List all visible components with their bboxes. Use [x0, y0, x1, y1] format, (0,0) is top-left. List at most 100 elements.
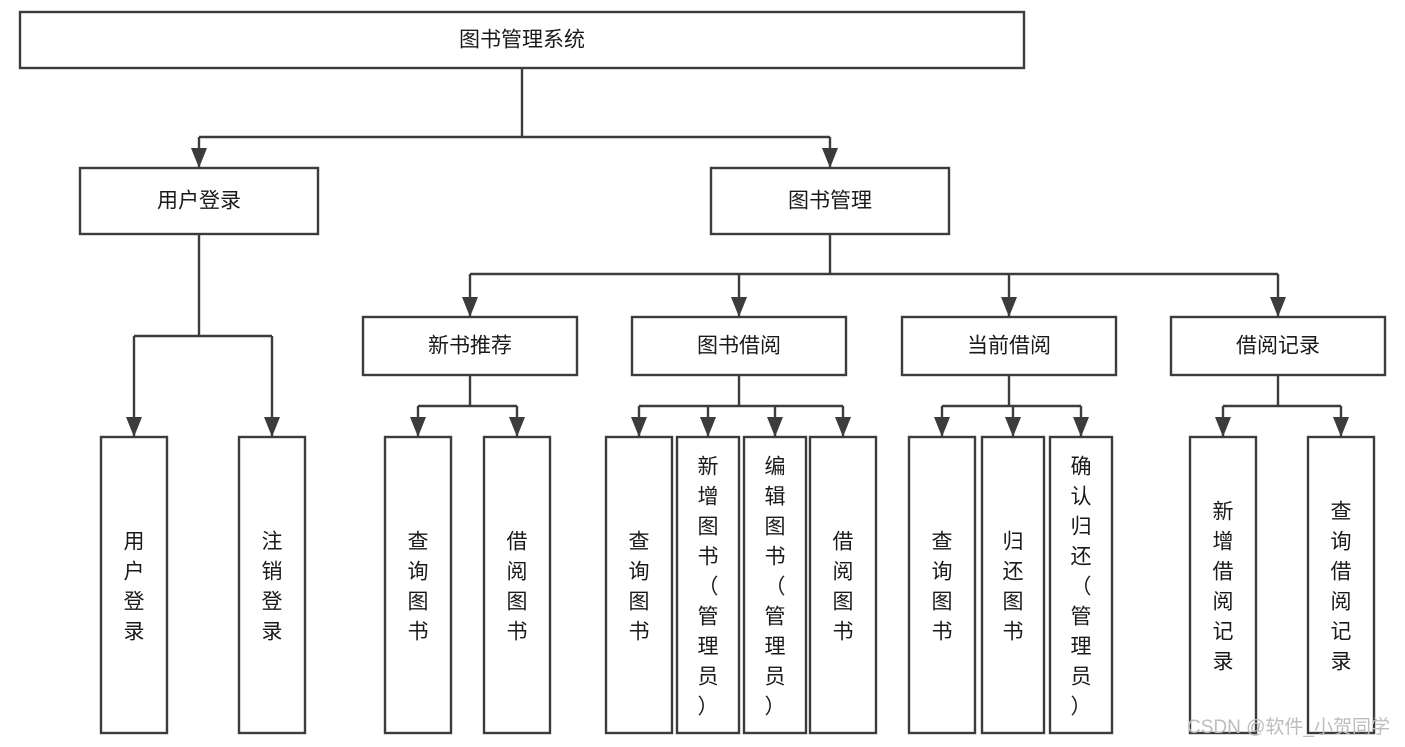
node-label-leaf-query-record: 查询借阅记录: [1331, 500, 1352, 673]
label-char: 借: [507, 530, 528, 553]
label-char: 阅: [507, 560, 528, 583]
label-char: 管: [1071, 605, 1092, 628]
node-box-new-book-rec[interactable]: [361, 315, 579, 377]
label-char: 询: [629, 560, 650, 583]
label-char: 登: [262, 590, 283, 613]
label-char: 查: [1331, 500, 1352, 523]
label-char: 阅: [1213, 590, 1234, 613]
label-char: 注: [262, 530, 283, 553]
node-book-manage[interactable]: 图书管理: [709, 166, 951, 236]
node-root[interactable]: 图书管理系统: [18, 10, 1026, 70]
node-box-leaf-return-book[interactable]: [980, 435, 1046, 735]
node-current-borrow[interactable]: 当前借阅: [900, 315, 1118, 377]
node-leaf-edit-book[interactable]: 编辑图书（管理员）: [742, 435, 808, 735]
node-leaf-add-record[interactable]: 新增借阅记录: [1188, 435, 1258, 735]
label-char: 员: [698, 665, 719, 688]
label-char: 图: [765, 515, 786, 538]
label-char: （: [698, 575, 719, 598]
arrow-head-icon: [264, 417, 280, 437]
label-char: 登: [124, 590, 145, 613]
label-char: （: [1071, 575, 1092, 598]
node-box-leaf-query-book-1[interactable]: [383, 435, 453, 735]
node-layer: 图书管理系统用户登录图书管理新书推荐图书借阅当前借阅借阅记录用户登录注销登录查询…: [18, 10, 1387, 735]
label-char: 录: [1213, 650, 1234, 673]
node-box-leaf-borrow-book-1[interactable]: [482, 435, 552, 735]
node-box-current-borrow[interactable]: [900, 315, 1118, 377]
arrow-head-icon: [410, 417, 426, 437]
label-char: 询: [1331, 530, 1352, 553]
node-label-leaf-edit-book: 编辑图书（管理员）: [765, 455, 786, 718]
node-box-leaf-edit-book[interactable]: [742, 435, 808, 735]
node-borrow-record[interactable]: 借阅记录: [1169, 315, 1387, 377]
edge-currentborrow-to-leaves: [934, 375, 1089, 437]
label-char: 图: [629, 590, 650, 613]
label-char: 认: [1071, 485, 1092, 508]
label-char: 书: [408, 620, 429, 643]
label-char: 图: [408, 590, 429, 613]
node-box-leaf-confirm-return[interactable]: [1048, 435, 1114, 735]
node-leaf-borrow-book-1[interactable]: 借阅图书: [482, 435, 552, 735]
node-box-leaf-query-book-2[interactable]: [604, 435, 674, 735]
node-leaf-add-book[interactable]: 新增图书（管理员）: [675, 435, 741, 735]
node-leaf-borrow-book-2[interactable]: 借阅图书: [808, 435, 878, 735]
node-box-leaf-add-book[interactable]: [675, 435, 741, 735]
label-char: 录: [1331, 650, 1352, 673]
arrow-head-icon: [1215, 417, 1231, 437]
node-label-leaf-borrow-book-1: 借阅图书: [507, 530, 528, 643]
label-char: 辑: [765, 485, 786, 508]
node-label-leaf-query-book-2: 查询图书: [629, 530, 650, 643]
label-char: 借: [1213, 560, 1234, 583]
label-char: 查: [932, 530, 953, 553]
node-box-leaf-query-book-3[interactable]: [907, 435, 977, 735]
node-box-user-login[interactable]: [78, 166, 320, 236]
node-leaf-return-book[interactable]: 归还图书: [980, 435, 1046, 735]
node-box-leaf-query-record[interactable]: [1306, 435, 1376, 735]
node-leaf-query-record[interactable]: 查询借阅记录: [1306, 435, 1376, 735]
node-box-leaf-borrow-book-2[interactable]: [808, 435, 878, 735]
node-leaf-user-login[interactable]: 用户登录: [99, 435, 169, 735]
node-leaf-query-book-2[interactable]: 查询图书: [604, 435, 674, 735]
label-char: 书: [698, 545, 719, 568]
label-char: 录: [124, 620, 145, 643]
arrow-head-icon: [462, 297, 478, 317]
node-box-leaf-logout[interactable]: [237, 435, 307, 735]
label-char: 书: [833, 620, 854, 643]
node-box-leaf-add-record[interactable]: [1188, 435, 1258, 735]
node-label-root: 图书管理系统: [459, 29, 585, 52]
node-label-leaf-confirm-return: 确认归还（管理员）: [1071, 455, 1092, 718]
node-box-borrow-record[interactable]: [1169, 315, 1387, 377]
node-leaf-confirm-return[interactable]: 确认归还（管理员）: [1048, 435, 1114, 735]
label-char: 阅: [1331, 590, 1352, 613]
node-user-login[interactable]: 用户登录: [78, 166, 320, 236]
label-char: 记: [1331, 620, 1352, 643]
node-label-borrow-record: 借阅记录: [1236, 335, 1320, 358]
label-char: 增: [698, 485, 719, 508]
label-char: ）: [765, 695, 786, 718]
label-char: 员: [1071, 665, 1092, 688]
node-new-book-rec[interactable]: 新书推荐: [361, 315, 579, 377]
node-label-leaf-user-login: 用户登录: [124, 530, 145, 643]
arrow-head-icon: [835, 417, 851, 437]
label-char: 新: [698, 455, 719, 478]
label-char: 理: [1071, 635, 1092, 658]
node-label-leaf-add-record: 新增借阅记录: [1213, 500, 1234, 673]
label-char: 理: [765, 635, 786, 658]
node-box-book-borrow[interactable]: [630, 315, 848, 377]
label-char: 阅: [833, 560, 854, 583]
label-char: 书: [629, 620, 650, 643]
edge-bookmanage-to-level3: [462, 234, 1286, 317]
label-char: 员: [765, 665, 786, 688]
node-label-current-borrow: 当前借阅: [967, 335, 1051, 358]
node-leaf-query-book-1[interactable]: 查询图书: [383, 435, 453, 735]
label-char: 销: [262, 560, 283, 583]
node-box-leaf-user-login[interactable]: [99, 435, 169, 735]
node-leaf-query-book-3[interactable]: 查询图书: [907, 435, 977, 735]
node-book-borrow[interactable]: 图书借阅: [630, 315, 848, 377]
arrow-head-icon: [631, 417, 647, 437]
node-box-book-manage[interactable]: [709, 166, 951, 236]
node-box-root[interactable]: [18, 10, 1026, 70]
node-leaf-logout[interactable]: 注销登录: [237, 435, 307, 735]
arrow-head-icon: [1001, 297, 1017, 317]
node-label-new-book-rec: 新书推荐: [428, 335, 512, 358]
